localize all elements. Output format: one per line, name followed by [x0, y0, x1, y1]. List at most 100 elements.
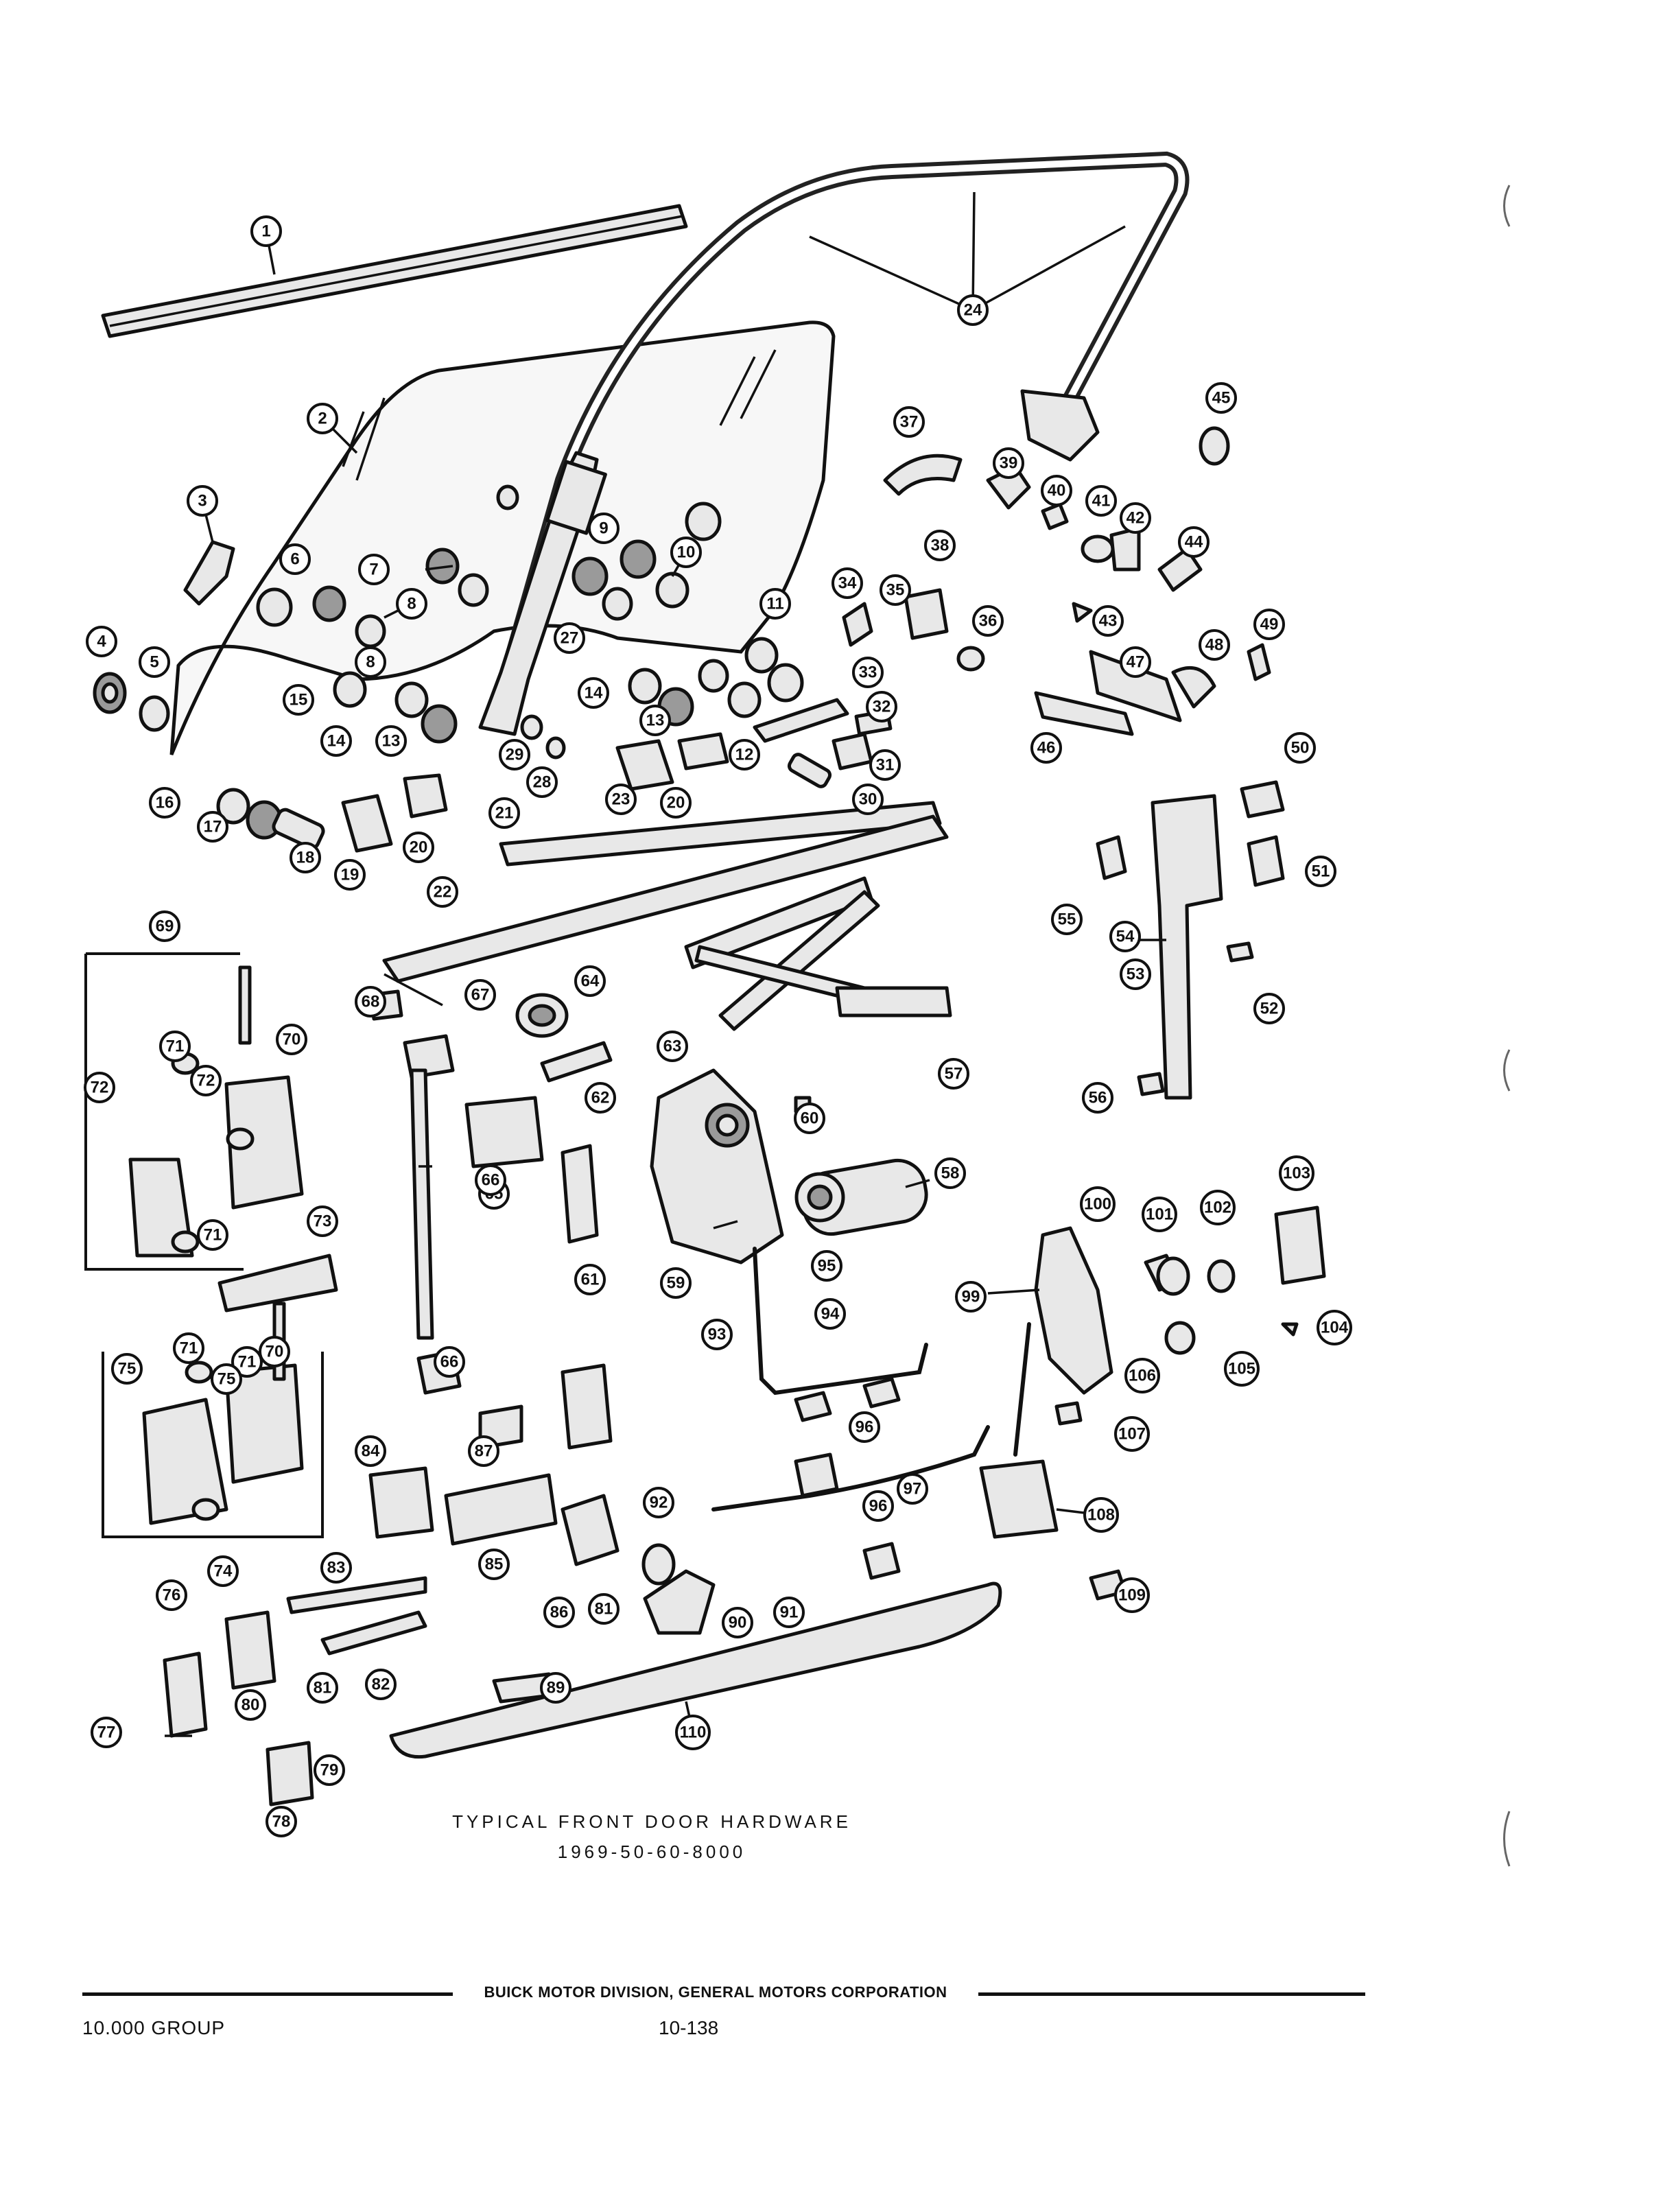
callout-circle: [880, 574, 911, 606]
callout-circle: [464, 979, 496, 1011]
callout-number: 84: [362, 1442, 380, 1461]
callout-circle: [279, 543, 311, 575]
callout-number: 85: [485, 1555, 504, 1574]
callout-84: 84: [355, 1435, 386, 1467]
callout-55: 55: [1051, 904, 1083, 935]
callout-circle: [675, 1715, 711, 1750]
callout-80: 80: [235, 1689, 266, 1721]
callout-number: 110: [680, 1723, 707, 1742]
callout-circle: [759, 588, 791, 620]
callout-circle: [283, 684, 314, 716]
callout-number: 39: [1000, 454, 1018, 473]
callout-100: 100: [1080, 1186, 1116, 1222]
callout-61: 61: [574, 1264, 606, 1295]
callout-number: 66: [440, 1353, 459, 1372]
callout-circle: [190, 1065, 222, 1096]
callout-number: 41: [1092, 492, 1111, 510]
callout-66: 66: [434, 1346, 465, 1378]
callout-circle: [1085, 485, 1117, 517]
callout-number: 68: [362, 993, 380, 1011]
callout-57: 57: [938, 1058, 969, 1090]
callout-15: 15: [283, 684, 314, 716]
callout-circle: [139, 646, 170, 678]
callout-circle: [111, 1353, 143, 1385]
callout-72: 72: [84, 1072, 115, 1103]
callout-103: 103: [1279, 1155, 1314, 1191]
callout-circle: [869, 749, 901, 781]
callout-73: 73: [307, 1205, 338, 1237]
callout-91: 91: [773, 1597, 805, 1628]
callout-circle: [701, 1319, 733, 1350]
callout-46: 46: [1030, 732, 1062, 764]
window-frame-highlight: [491, 155, 1186, 724]
callout-8: 8: [396, 588, 427, 620]
callout-number: 20: [410, 838, 428, 857]
callout-number: 63: [663, 1037, 682, 1056]
callout-52: 52: [1253, 993, 1285, 1024]
callout-number: 32: [873, 698, 891, 716]
callout-number: 96: [869, 1497, 888, 1516]
callout-circle: [643, 1487, 674, 1518]
callout-107: 107: [1114, 1416, 1150, 1452]
callout-circle: [84, 1072, 115, 1103]
callout-number: 104: [1321, 1319, 1349, 1337]
callout-circle: [290, 842, 321, 873]
callout-circle: [235, 1689, 266, 1721]
callout-59: 59: [660, 1267, 692, 1299]
callout-circle: [585, 1082, 616, 1114]
callout-circle: [478, 1549, 510, 1580]
callout-number: 75: [118, 1360, 137, 1378]
callout-33: 33: [852, 657, 884, 688]
callout-number: 6: [290, 550, 299, 569]
callout-circle: [211, 1363, 242, 1395]
callout-circle: [159, 1031, 191, 1062]
callout-number: 108: [1087, 1506, 1115, 1525]
callout-circle: [554, 622, 585, 654]
callout-number: 20: [667, 794, 685, 812]
callout-circle: [897, 1473, 928, 1505]
callout-number: 95: [818, 1257, 836, 1275]
callout-number: 18: [296, 849, 315, 867]
callout-number: 48: [1205, 636, 1224, 655]
callout-circle: [259, 1336, 290, 1367]
callout-number: 76: [163, 1586, 181, 1605]
callout-83: 83: [320, 1552, 352, 1584]
inset-hinge-upper: [84, 952, 304, 1271]
callout-number: 31: [876, 756, 895, 775]
callout-3: 3: [187, 485, 218, 517]
callout-37: 37: [893, 406, 925, 438]
callout-circle: [1124, 1358, 1160, 1393]
callout-19: 19: [334, 859, 366, 891]
callout-number: 19: [341, 866, 359, 884]
callout-circle: [1317, 1310, 1352, 1345]
callout-49: 49: [1253, 609, 1285, 640]
callout-number: 58: [941, 1164, 960, 1183]
glass-reflection-lines: [342, 349, 777, 481]
callout-circle: [1224, 1351, 1260, 1387]
callout-number: 89: [547, 1679, 565, 1697]
callout-circle: [540, 1672, 571, 1704]
callout-number: 83: [327, 1559, 346, 1577]
callout-90: 90: [722, 1607, 753, 1638]
window-regulator: [650, 876, 952, 1264]
callout-104: 104: [1317, 1310, 1352, 1345]
callout-number: 57: [945, 1065, 963, 1083]
callout-circle: [1114, 1577, 1150, 1613]
callout-number: 64: [581, 972, 600, 991]
callout-number: 16: [156, 794, 174, 812]
callout-96: 96: [849, 1411, 880, 1443]
callout-94: 94: [814, 1298, 846, 1330]
callout-13: 13: [375, 725, 407, 757]
callout-74: 74: [207, 1555, 239, 1587]
callout-circle: [1253, 993, 1285, 1024]
inner-belt-strip: [382, 814, 949, 983]
callout-39: 39: [993, 447, 1024, 479]
callout-circle: [86, 626, 117, 657]
footer-rule-left: [82, 1992, 453, 1996]
callout-circle: [355, 646, 386, 678]
callout-circle: [334, 859, 366, 891]
callout-number: 81: [314, 1679, 332, 1697]
callout-circle: [1178, 526, 1210, 558]
callout-circle: [729, 739, 760, 770]
frame-bracket: [1020, 389, 1100, 462]
